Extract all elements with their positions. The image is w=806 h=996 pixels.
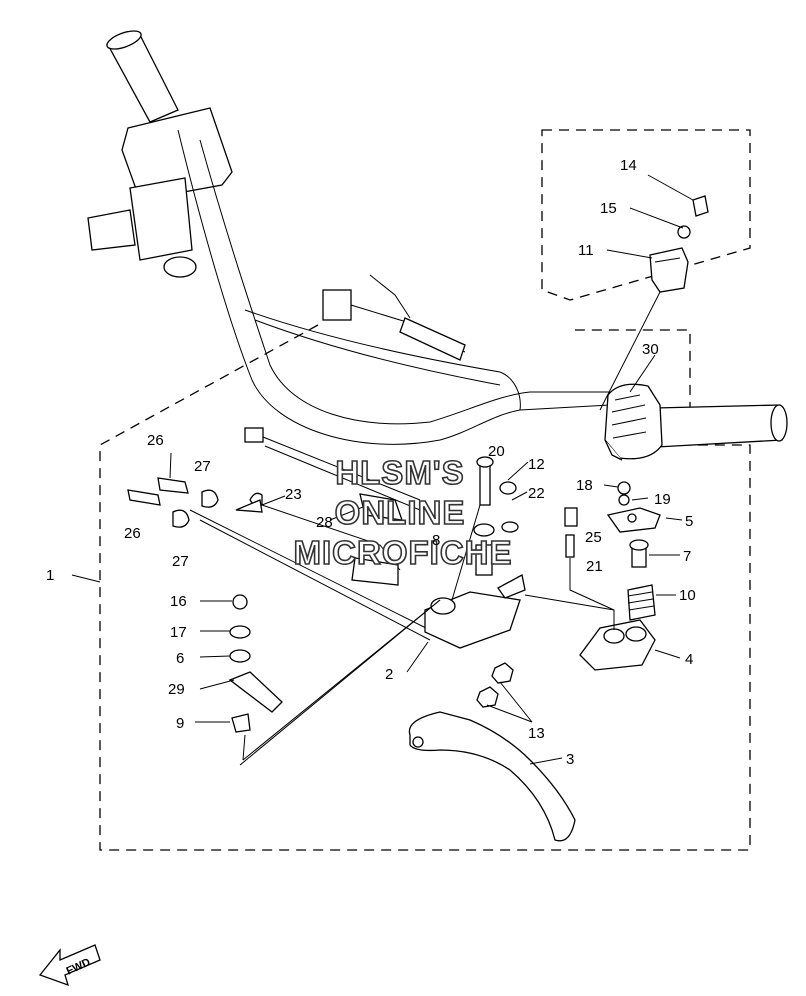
- callout-21: 21: [586, 558, 603, 575]
- callout-4: 4: [685, 651, 693, 668]
- callout-2: 2: [385, 666, 393, 683]
- callout-13: 13: [528, 725, 545, 742]
- callout-7: 7: [683, 548, 691, 565]
- callout-14: 14: [620, 157, 637, 174]
- callouts: 1 2 3 4 5 6 7 8 9 10 11 12 13 14 15 16 1…: [46, 157, 696, 768]
- callout-11: 11: [578, 242, 594, 259]
- callout-23: 23: [285, 486, 302, 503]
- callout-15: 15: [600, 200, 617, 217]
- callout-19: 19: [654, 491, 671, 508]
- throttle-lever: [408, 711, 576, 842]
- callout-22: 22: [528, 485, 545, 502]
- throttle-housing: [604, 383, 663, 461]
- watermark-line-1: HLSM'S: [335, 454, 464, 491]
- lever-holder: [424, 456, 526, 649]
- callout-20: 20: [488, 443, 505, 460]
- cable-bracket-assembly: [599, 195, 709, 411]
- leader-lines: [71, 174, 694, 766]
- watermark-line-2: ONLINE: [335, 494, 466, 531]
- callout-27-bottom: 27: [172, 553, 189, 570]
- callout-5: 5: [685, 513, 693, 530]
- nut-pair: [476, 662, 514, 708]
- lever-bracket: [524, 481, 661, 671]
- callout-28: 28: [316, 514, 333, 531]
- callout-26-top: 26: [147, 432, 164, 449]
- callout-17: 17: [170, 624, 187, 641]
- callout-30: 30: [642, 341, 659, 358]
- callout-3: 3: [566, 751, 574, 768]
- callout-8: 8: [432, 532, 440, 549]
- fwd-direction-arrow: FWD: [38, 944, 101, 987]
- callout-25: 25: [585, 529, 602, 546]
- callout-10: 10: [679, 587, 696, 604]
- callout-1: 1: [46, 567, 54, 584]
- cables-and-switch: [189, 274, 466, 641]
- watermark: HLSM'S ONLINE MICROFICHE: [293, 453, 513, 572]
- callout-9: 9: [176, 715, 184, 732]
- callout-16: 16: [170, 593, 187, 610]
- callout-12: 12: [528, 456, 545, 473]
- callout-27-top: 27: [194, 458, 211, 475]
- assembly-11-boundary: [541, 129, 751, 301]
- callout-29: 29: [168, 681, 185, 698]
- callout-6: 6: [176, 650, 184, 667]
- callout-26-bottom: 26: [124, 525, 141, 542]
- left-small-parts: [127, 477, 441, 761]
- watermark-line-3: MICROFICHE: [294, 534, 513, 571]
- callout-18: 18: [576, 477, 593, 494]
